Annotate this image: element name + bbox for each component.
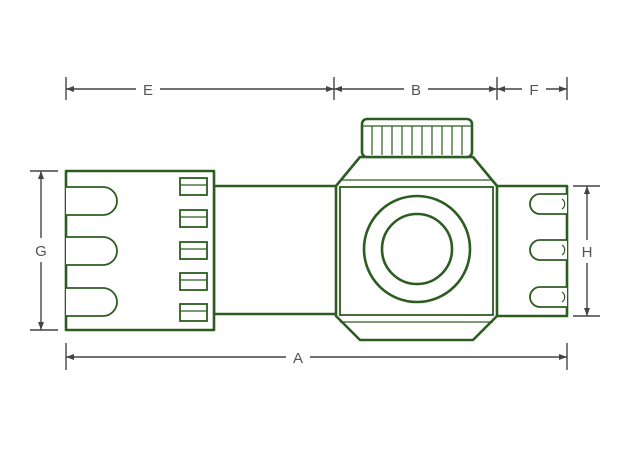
dimension-f-label: F	[529, 82, 538, 99]
knob-knurling	[371, 126, 463, 155]
dimension-g-label: G	[35, 243, 47, 260]
front-sunshade-grip-ribs	[179, 177, 208, 322]
side-turret-knob	[362, 194, 472, 304]
dimension-a-label: A	[293, 350, 303, 367]
dimension-a: A	[65, 343, 568, 370]
dimension-h-label: H	[582, 244, 593, 261]
main-tube	[212, 184, 340, 316]
dimension-e-label: E	[143, 82, 153, 99]
dimension-h: H	[573, 185, 600, 317]
adjustment-knob	[360, 117, 474, 159]
dimension-f: F	[497, 77, 568, 100]
front-sunshade-slots	[66, 186, 118, 317]
rear-mount-slots	[529, 193, 567, 308]
dimension-b: B	[334, 77, 498, 100]
dimension-b-label: B	[411, 82, 421, 99]
dimension-g: G	[30, 170, 58, 331]
dimension-e: E	[65, 77, 335, 100]
